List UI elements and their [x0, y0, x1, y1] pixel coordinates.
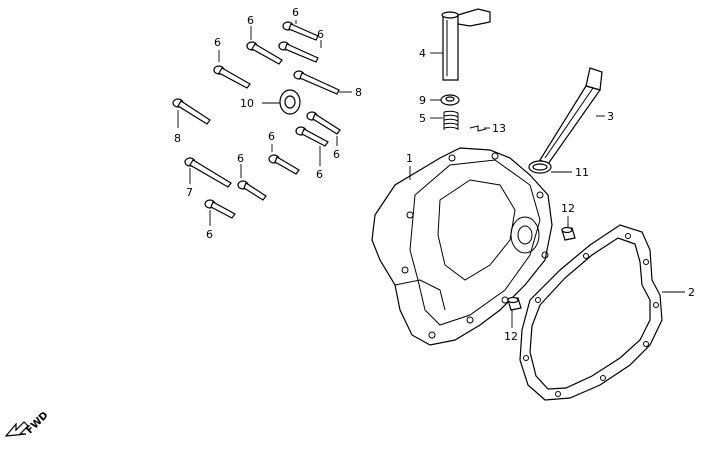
arrow-icon [4, 421, 29, 437]
callout-6: 6 [316, 168, 323, 181]
washer [440, 94, 460, 106]
bolt [246, 41, 283, 65]
callout-6: 6 [206, 228, 213, 241]
bolt [295, 126, 329, 147]
callout-9: 9 [419, 94, 426, 107]
bolt [306, 111, 341, 135]
callout-6: 6 [247, 14, 254, 27]
bolt [172, 98, 211, 125]
callout-12: 12 [504, 330, 518, 343]
callout-10: 10 [240, 97, 254, 110]
callout-6: 6 [268, 130, 275, 143]
bolt-group [172, 21, 341, 219]
dowel-pin [507, 296, 522, 311]
callout-1: 1 [406, 152, 413, 165]
callout-11: 11 [575, 166, 589, 179]
clip [469, 125, 487, 132]
bolt [237, 180, 267, 201]
bolt [278, 41, 319, 63]
forward-direction-indicator: FWD [4, 410, 51, 437]
callout-7: 7 [186, 186, 193, 199]
gasket [519, 224, 663, 401]
callout-6: 6 [237, 152, 244, 165]
callout-6: 6 [214, 36, 221, 49]
dowel-pin [561, 226, 576, 241]
callout-12: 12 [561, 202, 575, 215]
callout-6: 6 [333, 148, 340, 161]
callout-2: 2 [688, 286, 695, 299]
bolt [282, 21, 319, 41]
callout-3: 3 [607, 110, 614, 123]
oil-tube [441, 8, 491, 81]
crankcase-cover [371, 147, 553, 346]
callouts: 6 6 6 6 8 10 8 6 6 6 6 7 6 4 9 5 13 3 11… [174, 6, 695, 343]
o-ring [528, 160, 552, 174]
bolt [213, 65, 251, 89]
bolt [268, 154, 300, 175]
leader-lines [177, 20, 685, 328]
spring [443, 110, 459, 130]
fwd-label: FWD [24, 410, 50, 436]
callout-8: 8 [174, 132, 181, 145]
callout-6: 6 [317, 28, 324, 41]
bolt [293, 70, 340, 95]
callout-8: 8 [355, 86, 362, 99]
oil-seal [279, 89, 301, 115]
callout-13: 13 [492, 122, 506, 135]
oil-level-gauge [539, 67, 603, 165]
callout-5: 5 [419, 112, 426, 125]
bolt [184, 157, 232, 188]
callout-4: 4 [419, 47, 426, 60]
callout-6: 6 [292, 6, 299, 19]
bolt [204, 199, 236, 219]
